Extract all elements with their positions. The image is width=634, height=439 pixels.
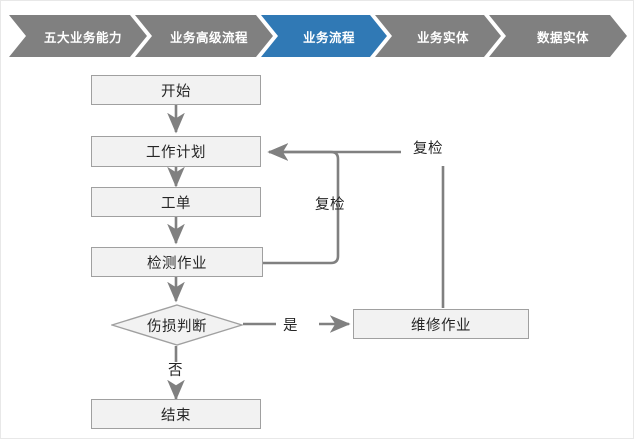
edge-label-recheck-outer: 复检 bbox=[413, 141, 443, 157]
node-start[interactable]: 开始 bbox=[91, 75, 261, 105]
node-work-order[interactable]: 工单 bbox=[91, 187, 261, 217]
node-end[interactable]: 结束 bbox=[91, 399, 261, 429]
edge-label-no: 否 bbox=[168, 363, 183, 379]
breadcrumb-item-2-label: 业务高级流程 bbox=[169, 30, 248, 45]
node-decision[interactable]: 伤损判断 bbox=[111, 304, 243, 346]
breadcrumb-item-3-active[interactable]: 业务流程 bbox=[261, 15, 387, 57]
breadcrumb-item-3-label: 业务流程 bbox=[302, 30, 355, 45]
node-inspection[interactable]: 检测作业 bbox=[91, 247, 263, 277]
breadcrumb: 五大业务能力 业务高级流程 业务流程 业务实体 数据实体 bbox=[1, 15, 634, 57]
node-decision-label: 伤损判断 bbox=[147, 318, 207, 335]
breadcrumb-item-4-label: 业务实体 bbox=[416, 30, 469, 45]
node-repair[interactable]: 维修作业 bbox=[353, 309, 529, 339]
node-end-label: 结束 bbox=[161, 407, 191, 424]
breadcrumb-item-5[interactable]: 数据实体 bbox=[489, 15, 627, 57]
breadcrumb-item-2[interactable]: 业务高级流程 bbox=[135, 15, 273, 57]
node-work-plan-label: 工作计划 bbox=[146, 145, 206, 161]
edge-label-yes: 是 bbox=[283, 318, 298, 334]
node-work-order-label: 工单 bbox=[161, 195, 191, 212]
node-repair-label: 维修作业 bbox=[411, 317, 471, 334]
node-work-plan[interactable]: 工作计划 bbox=[91, 136, 261, 167]
decision-diamond-shape bbox=[111, 304, 243, 346]
breadcrumb-item-5-label: 数据实体 bbox=[536, 30, 589, 45]
breadcrumb-item-1[interactable]: 五大业务能力 bbox=[9, 15, 147, 57]
breadcrumb-item-4[interactable]: 业务实体 bbox=[375, 15, 501, 57]
node-inspection-label: 检测作业 bbox=[147, 255, 207, 272]
node-start-label: 开始 bbox=[161, 83, 191, 100]
breadcrumb-item-1-label: 五大业务能力 bbox=[43, 30, 122, 45]
edge-label-recheck-inner: 复检 bbox=[315, 197, 345, 213]
